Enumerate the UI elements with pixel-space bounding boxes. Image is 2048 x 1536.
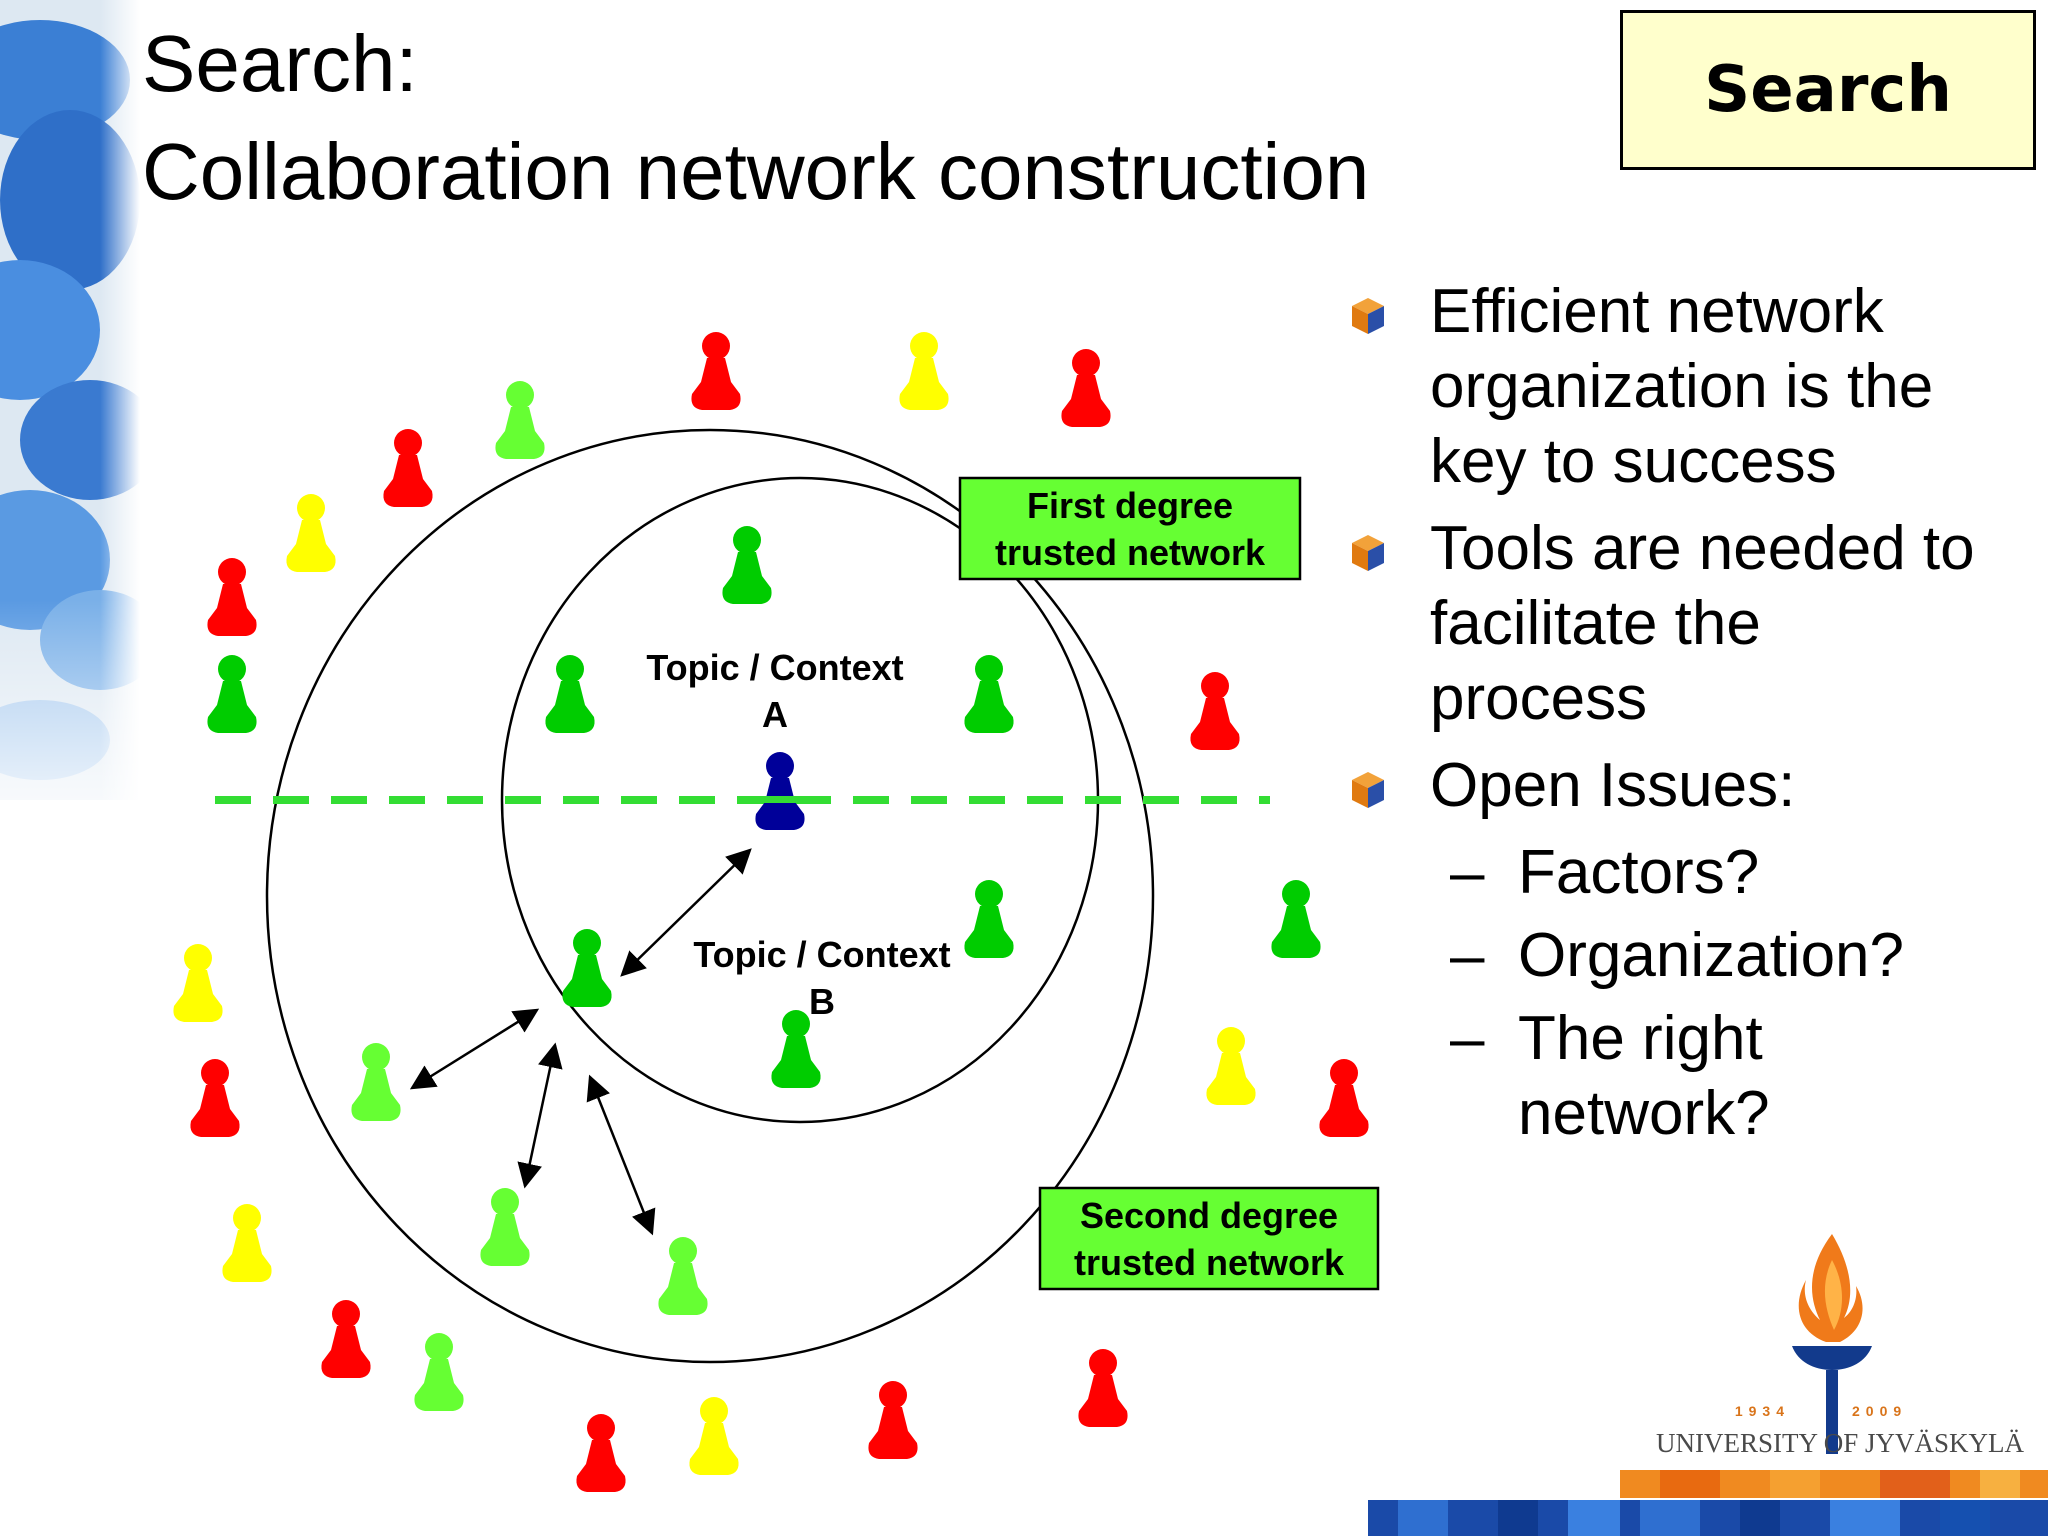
bullet-item: Tools are needed to facilitate the proce… [1350,511,2040,736]
sub-bullet-text-line: Factors? [1518,838,1760,907]
cube-bullet-icon [1352,772,1384,808]
center-pawn-band [758,796,802,803]
sub-bullet-dash: – [1450,1004,1485,1073]
torch-bowl-icon [1792,1346,1872,1370]
red-pawn-icon [868,1381,918,1459]
university-logo: 1934 2009 UNIVERSITY OF JYVÄSKYLÄ [1620,1234,2048,1536]
yellow-pawn-icon [222,1204,272,1282]
yellow-pawn-icon [899,332,949,410]
logo-year-left: 1934 [1735,1403,1790,1419]
search-badge: Search [1620,10,2036,170]
bullet-list: Efficient network organization is the ke… [1350,274,2040,1151]
green-pawn-icon [545,655,595,733]
center-user-pawn-icon [755,752,805,830]
green-pawn-icon [207,655,257,733]
first-degree-label-line-1: First degree [1027,485,1233,526]
red-pawn-icon [1061,349,1111,427]
sub-bullet-text-line: The right [1518,1004,1763,1073]
red-pawn-icon [576,1414,626,1492]
red-pawn-icon [1078,1349,1128,1427]
cube-bullet-icon [1352,535,1384,571]
bullet-text-line: facilitate the [1430,589,1761,658]
slide-title-line-2: Collaboration network construction [142,127,1370,216]
green-pawn-icon [964,655,1014,733]
logo-year-right: 2009 [1852,1403,1907,1419]
light-green-pawn-icon [414,1333,464,1411]
green-pawn-icon [722,526,772,604]
topic-a-label: Topic / Context [646,647,903,688]
bullet-text-line: Efficient network [1430,277,1884,346]
connection-arrow [409,1008,540,1090]
red-pawn-icon [321,1300,371,1378]
sub-bullet-text-line: network? [1518,1079,1770,1148]
second-degree-label-box [1038,1186,1380,1291]
green-pawn-icon [1271,880,1321,958]
bullet-text-line: key to success [1430,427,1837,496]
connection-arrow [517,1042,563,1189]
light-green-pawn-icon [658,1237,708,1315]
collaboration-network-diagram: Topic / Context A Topic / Context B Firs… [173,332,1380,1492]
sub-bullet-item: – Organization? [1350,918,2040,993]
torch-stem-icon [1826,1370,1838,1454]
light-green-pawn-icon [480,1188,530,1266]
slide-title: Search: Collaboration network constructi… [142,10,1369,226]
red-pawn-icon [207,558,257,636]
green-pawn-icon [562,929,612,1007]
bullet-text-line: Tools are needed to [1430,514,1975,583]
connection-arrow [586,1074,656,1236]
connection-arrow [620,848,752,977]
cube-bullet-icon [1352,298,1384,334]
sub-bullet-dash: – [1450,921,1485,990]
yellow-pawn-icon [286,494,336,572]
bullet-text-line: process [1430,664,1648,733]
second-degree-label-line-2: trusted network [1074,1242,1345,1283]
second-degree-circle [265,428,1155,1364]
red-pawn-icon [1190,672,1240,750]
yellow-pawn-icon [689,1397,739,1475]
bullet-text-line: Open Issues: [1430,751,1796,820]
yellow-pawn-icon [173,944,223,1022]
slide-title-line-1: Search: [142,19,418,108]
footer-color-strip [1368,1500,1620,1536]
second-degree-label-line-1: Second degree [1080,1195,1338,1236]
light-green-pawn-icon [351,1043,401,1121]
green-pawn-icon [964,880,1014,958]
first-degree-label-box [958,476,1302,581]
sub-bullet-text-line: Organization? [1518,921,1905,990]
first-degree-label-line-2: trusted network [995,532,1266,573]
yellow-pawn-icon [1206,1027,1256,1105]
bullet-item: Open Issues: [1350,748,2040,823]
light-green-pawn-icon [495,381,545,459]
topic-a-letter: A [762,694,788,735]
sub-bullet-item: – Factors? [1350,835,2040,910]
decorative-capsules-image [0,0,140,860]
bullet-item: Efficient network organization is the ke… [1350,274,2040,499]
sub-bullet-dash: – [1450,838,1485,907]
sub-bullet-item: – The right network? [1350,1001,2040,1151]
red-pawn-icon [190,1059,240,1137]
red-pawn-icon [691,332,741,410]
topic-b-letter: B [809,981,835,1022]
red-pawn-icon [383,429,433,507]
topic-b-label: Topic / Context [693,934,950,975]
logo-university-name: UNIVERSITY OF JYVÄSKYLÄ [1656,1428,2025,1458]
bullet-text-line: organization is the [1430,352,1934,421]
